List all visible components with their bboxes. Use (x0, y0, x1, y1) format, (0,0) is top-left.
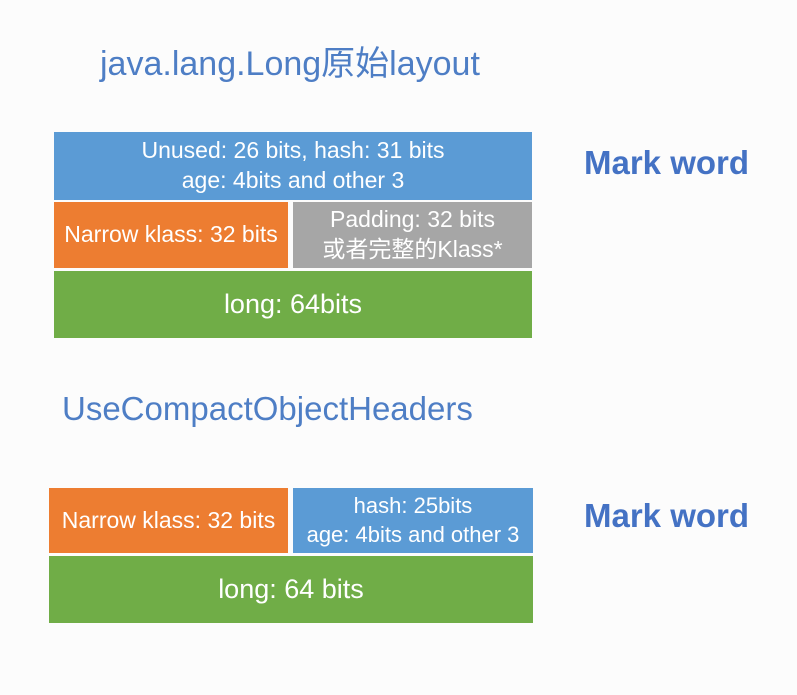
mark-word-box-line1: Unused: 26 bits, hash: 31 bits (141, 137, 445, 164)
padding-box-line1: Padding: 32 bits (330, 206, 495, 233)
mark-word-annotation: Mark word (584, 497, 750, 534)
narrow-klass-label: Narrow klass: 32 bits (64, 221, 278, 248)
hash-box-line1: hash: 25bits (353, 492, 473, 518)
mark-word-annotation: Mark word (584, 144, 750, 181)
narrow-klass-label: Narrow klass: 32 bits (61, 506, 276, 533)
original-layout-diagram: Unused: 26 bits, hash: 31 bits age: 4bit… (54, 132, 532, 338)
long-field-box: long: 64 bits (49, 556, 533, 623)
klass-row: Narrow klass: 32 bits Padding: 32 bits 或… (54, 202, 532, 268)
mark-word-box-line2: age: 4bits and other 3 (181, 167, 405, 193)
section2-title: UseCompactObjectHeaders (62, 390, 473, 427)
long-field-box: long: 64bits (54, 271, 532, 338)
hash-box-line2: age: 4bits and other 3 (306, 521, 520, 547)
padding-box: Padding: 32 bits 或者完整的Klass* (293, 202, 532, 268)
compact-layout-diagram: Narrow klass: 32 bits hash: 25bits age: … (49, 488, 533, 623)
section1-title: java.lang.Long原始layout (100, 45, 480, 83)
narrow-klass-box: Narrow klass: 32 bits (54, 202, 288, 268)
long-field-label: long: 64 bits (218, 573, 364, 604)
mark-word-box: Unused: 26 bits, hash: 31 bits age: 4bit… (54, 132, 532, 200)
padding-box-line2: 或者完整的Klass* (322, 236, 503, 262)
hash-box: hash: 25bits age: 4bits and other 3 (293, 488, 533, 553)
header-row: Narrow klass: 32 bits hash: 25bits age: … (49, 488, 533, 553)
narrow-klass-box: Narrow klass: 32 bits (49, 488, 288, 553)
long-field-label: long: 64bits (223, 288, 363, 319)
